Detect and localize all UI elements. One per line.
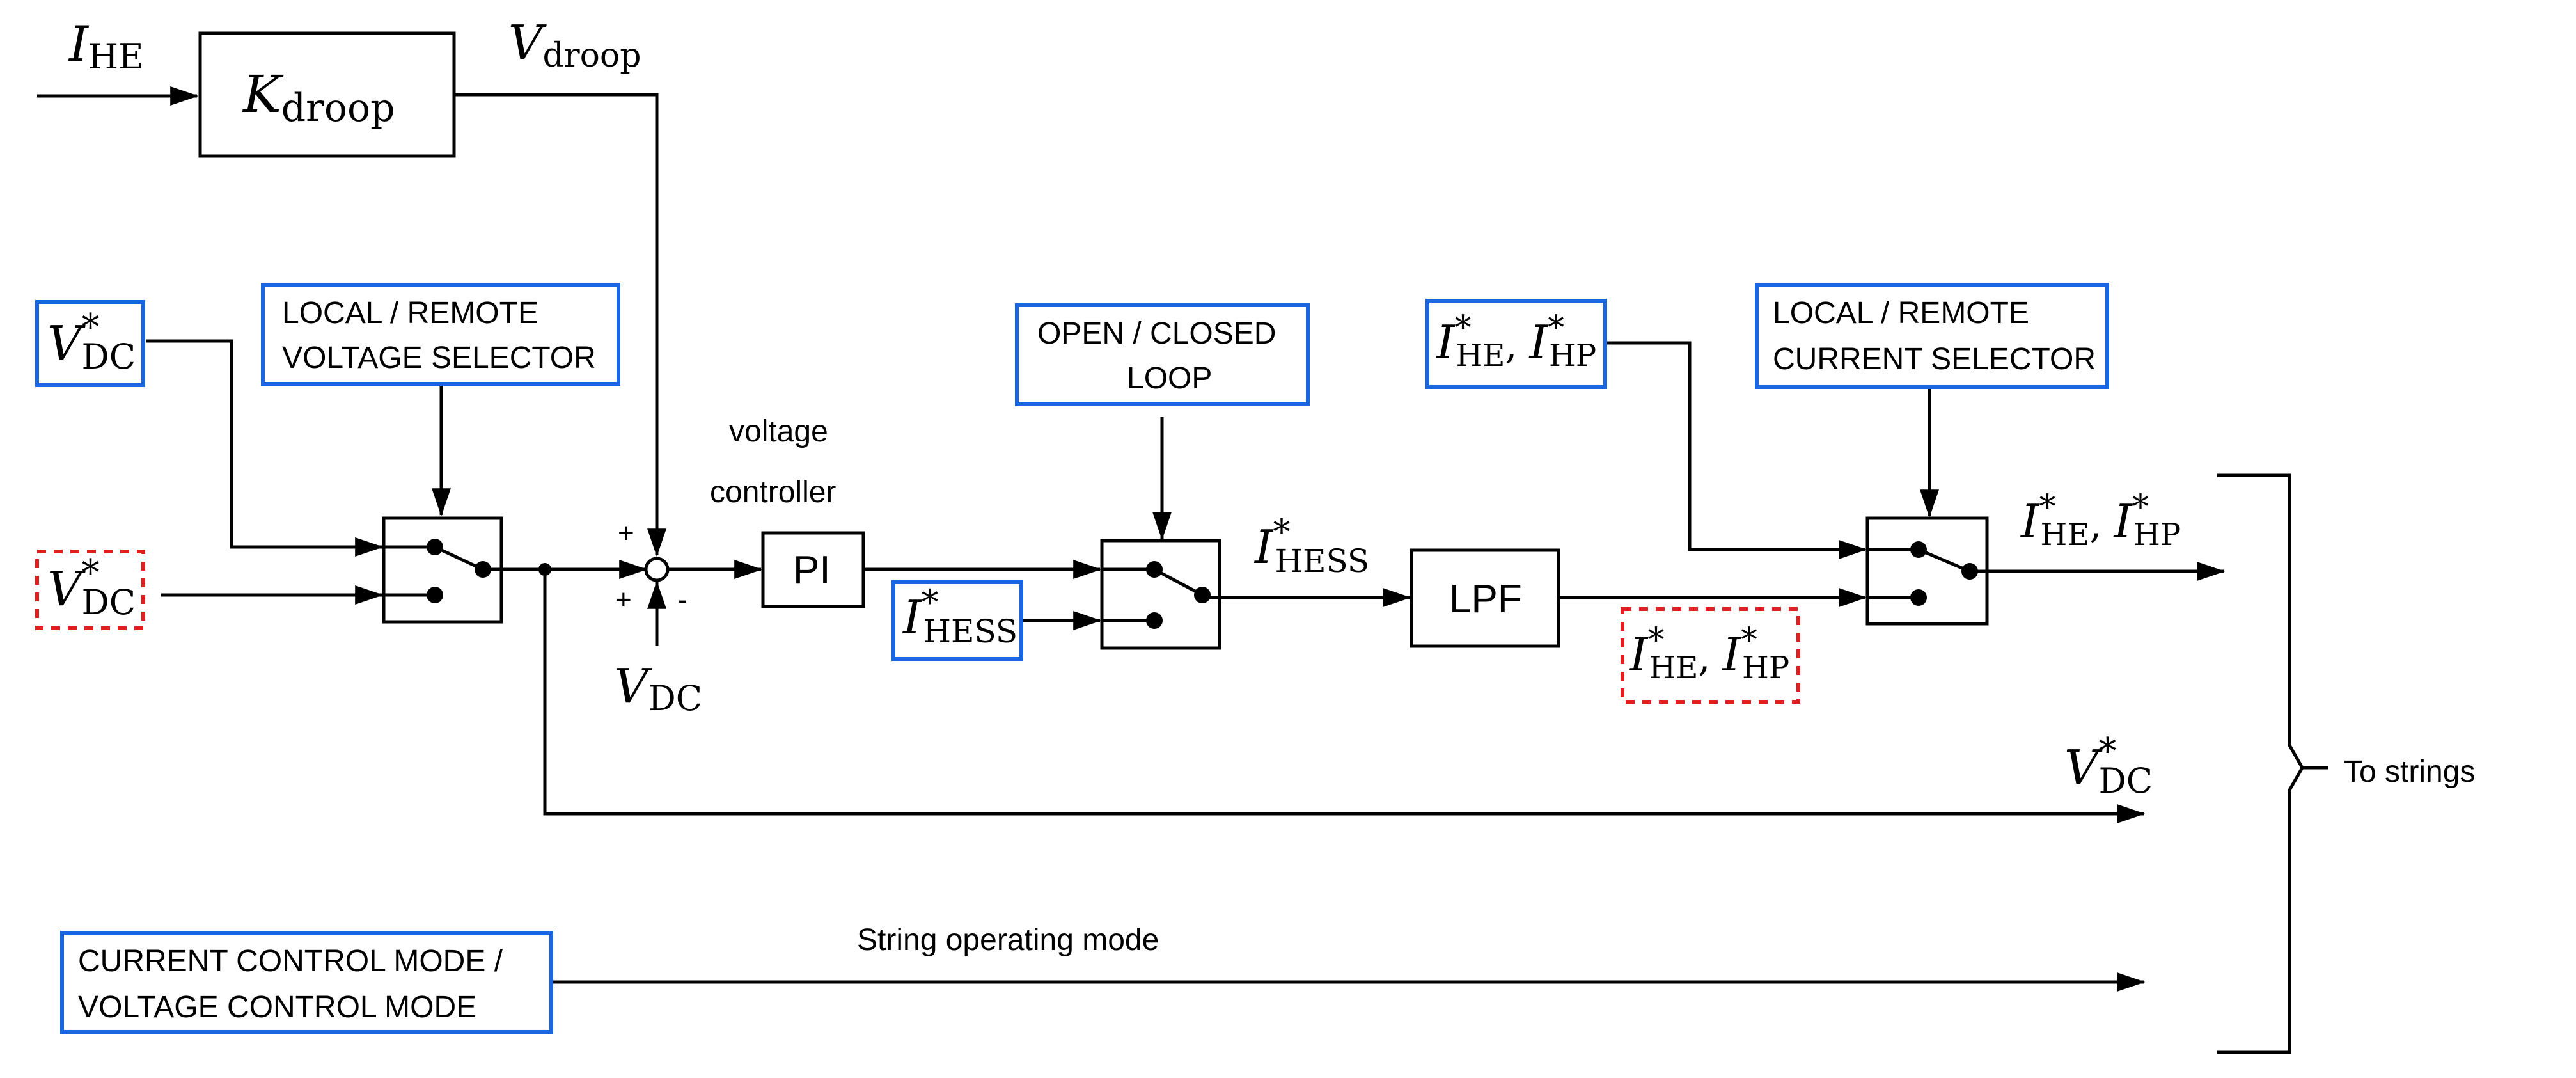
ihess-ref-input-label: I*HESS: [902, 582, 1017, 650]
string-operating-mode-label: String operating mode: [857, 923, 1159, 957]
ihess-ref-out-label: I*HESS: [1253, 512, 1369, 580]
ihess-ref-input-box: [891, 580, 1023, 661]
ihe-ihp-local-label: I*HE, I*HP: [1435, 309, 1596, 374]
sum-plus-top: +: [618, 518, 634, 549]
vdc-ref-out-label: V*DC: [2064, 731, 2153, 801]
k-droop-block: [198, 31, 456, 158]
sum-plus-left: +: [615, 584, 632, 615]
voltage-selector-switch: [382, 516, 503, 624]
wire-vdc-local-selector: [146, 339, 384, 557]
summing-junction: [644, 557, 670, 582]
pi-label: PI: [793, 548, 831, 592]
ihe-ihp-local-box: [1425, 299, 1607, 389]
voltage-selector-label-box: [261, 283, 620, 386]
ihe-ihp-out-label: I*HE, I*HP: [2020, 488, 2181, 553]
vdc-ref-local-box: [35, 300, 145, 387]
control-mode-line1: CURRENT CONTROL MODE /: [78, 944, 503, 978]
sum-minus: -: [678, 584, 687, 615]
ihe-ihp-remote-label: I*HE, I*HP: [1628, 621, 1789, 686]
current-selector-label-box: [1755, 283, 2109, 389]
vdc-ref-local-label: V*DC: [47, 306, 136, 377]
loop-selector-switch: [1100, 539, 1221, 650]
ihe-ihp-remote-box: [1621, 607, 1800, 704]
current-selector-line1: LOCAL / REMOTE: [1773, 296, 2029, 330]
control-mode-line2: VOLTAGE CONTROL MODE: [78, 990, 476, 1024]
k-droop-label: Kdroop: [242, 65, 395, 131]
current-selector-line2: CURRENT SELECTOR: [1773, 342, 2096, 376]
control-mode-box: [60, 931, 553, 1034]
wire-ihe-local-selector: [1606, 341, 1867, 559]
lpf-block: [1410, 548, 1560, 648]
wires: [37, 86, 2226, 992]
current-selector-switch: [1865, 516, 1989, 626]
voltage-selector-line1: LOCAL / REMOTE: [282, 296, 538, 330]
wire-vdc-ref-out: [543, 569, 2146, 823]
lpf-label: LPF: [1449, 577, 1522, 621]
vdc-feedback-label: VDC: [614, 659, 702, 718]
open-closed-line2: LOOP: [1127, 361, 1212, 395]
voltage-controller-line2: controller: [710, 475, 836, 509]
junction-dot: [538, 563, 551, 576]
v-droop-label: Vdroop: [508, 15, 641, 75]
vdc-ref-remote-box: [35, 550, 145, 630]
open-closed-loop-box: [1015, 303, 1310, 406]
voltage-selector-line2: VOLTAGE SELECTOR: [282, 341, 596, 375]
to-strings-bracket: [2217, 473, 2304, 1054]
vdc-ref-remote-label: V*DC: [47, 552, 136, 622]
to-strings-label: To strings: [2344, 755, 2475, 789]
pi-block: [761, 531, 865, 608]
open-closed-line1: OPEN / CLOSED: [1037, 317, 1276, 351]
voltage-controller-line1: voltage: [729, 415, 828, 448]
wire-vdroop-sum: [454, 93, 666, 557]
i-he-label: IHE: [68, 15, 144, 77]
